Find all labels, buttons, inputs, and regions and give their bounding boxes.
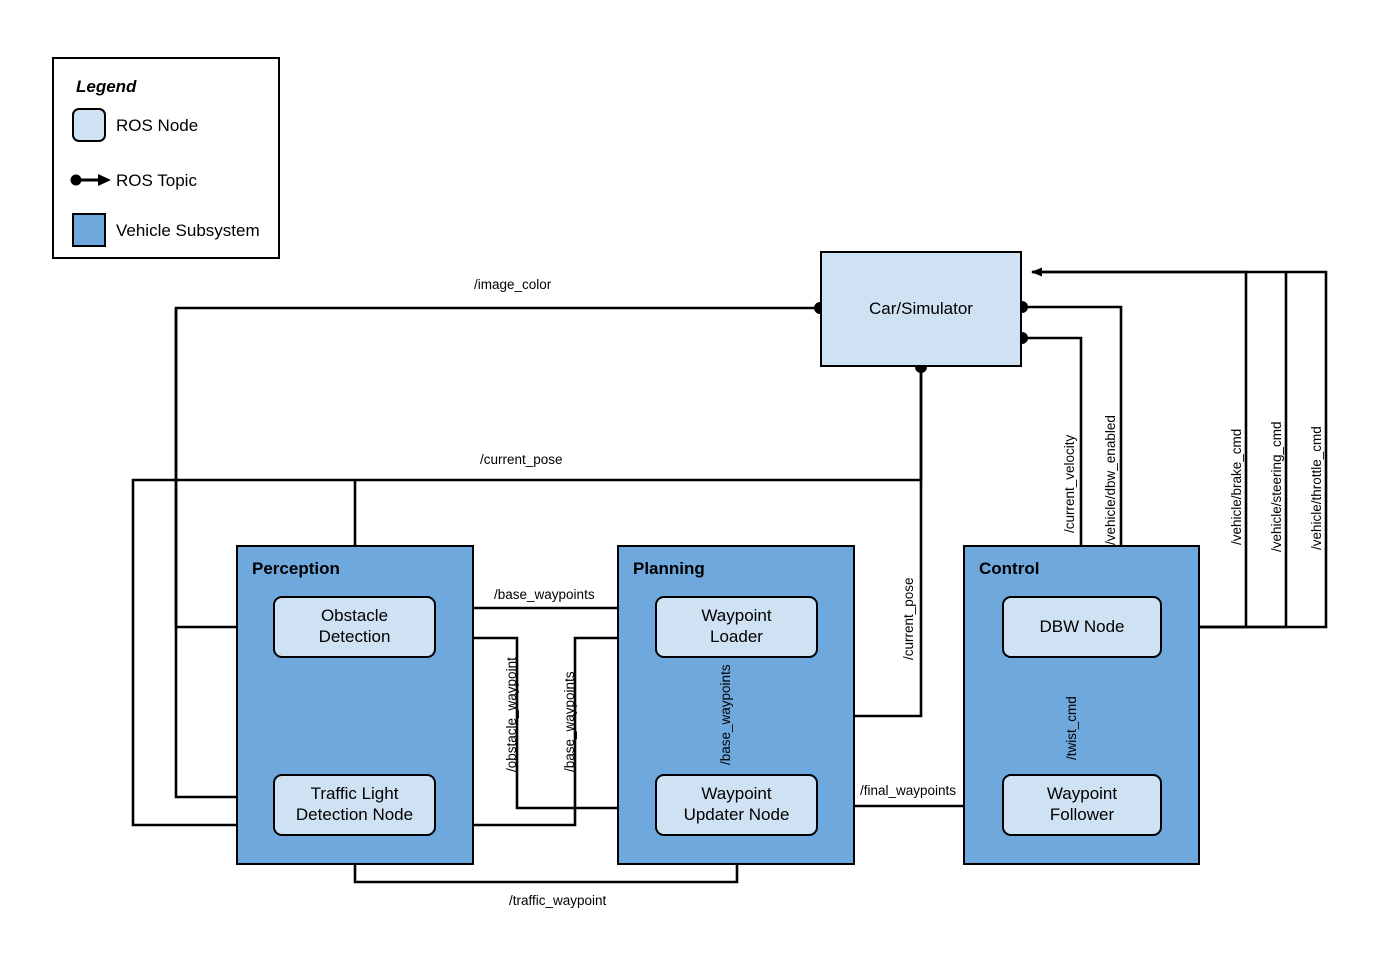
wire-obstacle-waypoint	[436, 636, 648, 813]
wire-vehicle-dbw-enabled	[1022, 305, 1126, 589]
node-label-car-simulator: Car/Simulator	[869, 298, 973, 318]
subsystem-title-planning: Planning	[633, 559, 705, 578]
wire-image-color-seg2	[174, 308, 264, 802]
legend-item-label-ros-node: ROS Node	[116, 116, 199, 135]
topic-label-vehicle-dbw-enabled: /vehicle/dbw_enabled	[1103, 415, 1118, 545]
legend-item-label-ros-topic: ROS Topic	[116, 171, 197, 190]
node-car-simulator[interactable]: Car/Simulator	[820, 251, 1022, 367]
vehicle-subsystem-swatch	[72, 213, 106, 247]
topic-label-base-waypoints-mid: /base_waypoints	[562, 671, 577, 772]
ros-node-swatch	[72, 108, 106, 142]
ros-topic-arrow	[70, 174, 111, 186]
topic-label-image-color: /image_color	[474, 277, 552, 292]
node-dbw[interactable]: DBW Node	[1002, 596, 1162, 658]
subsystem-title-control: Control	[979, 559, 1040, 578]
topic-label-vehicle-throttle-cmd: /vehicle/throttle_cmd	[1309, 426, 1324, 550]
wire-base-waypoints-mid	[443, 636, 655, 830]
subsystem-title-perception: Perception	[252, 559, 340, 578]
topic-label-traffic-waypoint: /traffic_waypoint	[509, 893, 607, 908]
legend-item-label-vehicle-subsystem: Vehicle Subsystem	[116, 221, 260, 240]
topic-label-twist-cmd: /twist_cmd	[1064, 696, 1079, 760]
legend: Legend ROS Node ROS Topic Vehicle Subsys…	[52, 57, 280, 259]
wire-vehicle-throttle-cmd	[1032, 270, 1328, 629]
topic-label-obstacle-waypoint: /obstacle_waypoint	[504, 657, 519, 772]
topic-label-current-velocity: /current_velocity	[1062, 434, 1077, 533]
topic-label-vehicle-brake-cmd: /vehicle/brake_cmd	[1229, 428, 1244, 545]
topic-label-current-pose-vertical: /current_pose	[901, 577, 916, 660]
wire-current-velocity	[1022, 336, 1086, 589]
node-label-dbw: DBW Node	[1039, 616, 1125, 636]
topic-label-current-pose-top: /current_pose	[480, 452, 563, 467]
topic-label-final-waypoints: /final_waypoints	[860, 783, 957, 798]
topic-label-vehicle-steering-cmd: /vehicle/steering_cmd	[1269, 421, 1284, 552]
topic-label-base-waypoints-inner: /base_waypoints	[718, 664, 733, 765]
legend-title: Legend	[76, 77, 137, 96]
topic-label-base-waypoints-top: /base_waypoints	[494, 587, 595, 602]
